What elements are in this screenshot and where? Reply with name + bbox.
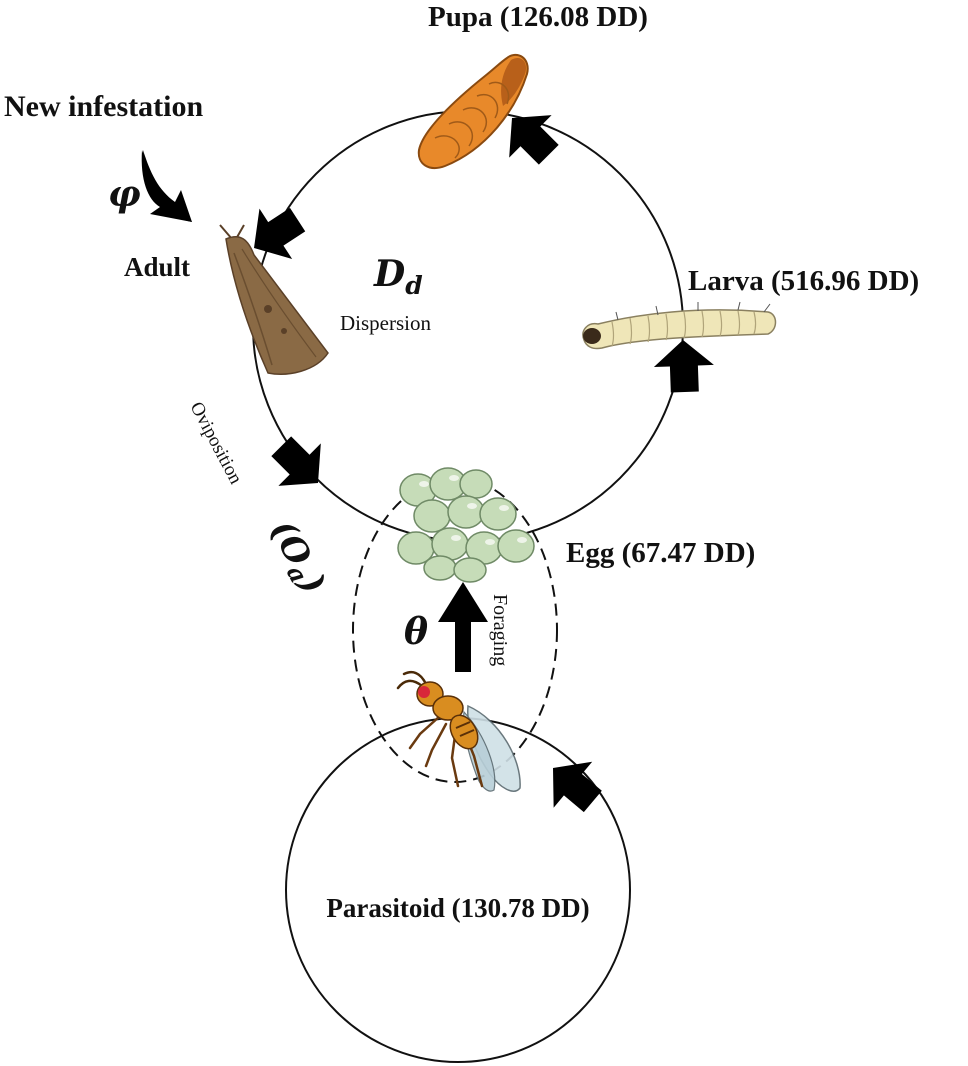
adult-label: Adult	[124, 252, 190, 282]
egg-to-larva-arrow	[653, 340, 714, 393]
pupa-label: Pupa (126.08 DD)	[428, 1, 648, 33]
oviposition-symbol-open: (O	[262, 513, 319, 572]
larva-to-pupa-arrow	[509, 115, 559, 165]
dispersion-symbol-main: D	[373, 253, 405, 295]
foraging-zone-ellipse	[352, 477, 558, 783]
foraging-arrow	[438, 582, 488, 672]
parasitoid-label: Parasitoid (130.78 DD)	[326, 893, 589, 923]
new-infestation-arrow-body	[143, 150, 192, 222]
parasitoid-cycle-arrow	[553, 761, 602, 813]
pupa-to-adult-arrow	[254, 207, 306, 259]
new-infestation-label: New infestation	[4, 90, 203, 123]
oviposition-symbol: (Oa)	[259, 513, 333, 602]
oviposition-label: Oviposition	[186, 398, 247, 488]
phi-symbol: φ	[108, 173, 141, 215]
adult-to-egg-arrow	[271, 436, 321, 486]
theta-symbol: θ	[404, 611, 428, 653]
larva-icon	[582, 301, 777, 350]
dispersion-label: Dispersion	[340, 311, 431, 335]
dispersion-symbol: Dd	[373, 253, 423, 300]
dispersion-symbol-subscript: d	[405, 271, 422, 300]
egg-label: Egg (67.47 DD)	[566, 537, 755, 569]
egg-cluster-icon	[397, 467, 535, 583]
moth-icon	[219, 224, 329, 375]
foraging-label: Foraging	[489, 594, 511, 666]
pupa-icon	[417, 53, 529, 169]
cycle-arrows	[254, 115, 714, 813]
egg-highlights	[419, 475, 527, 545]
larva-label: Larva (516.96 DD)	[688, 265, 919, 297]
parasitoid-wasp-icon	[396, 670, 521, 792]
